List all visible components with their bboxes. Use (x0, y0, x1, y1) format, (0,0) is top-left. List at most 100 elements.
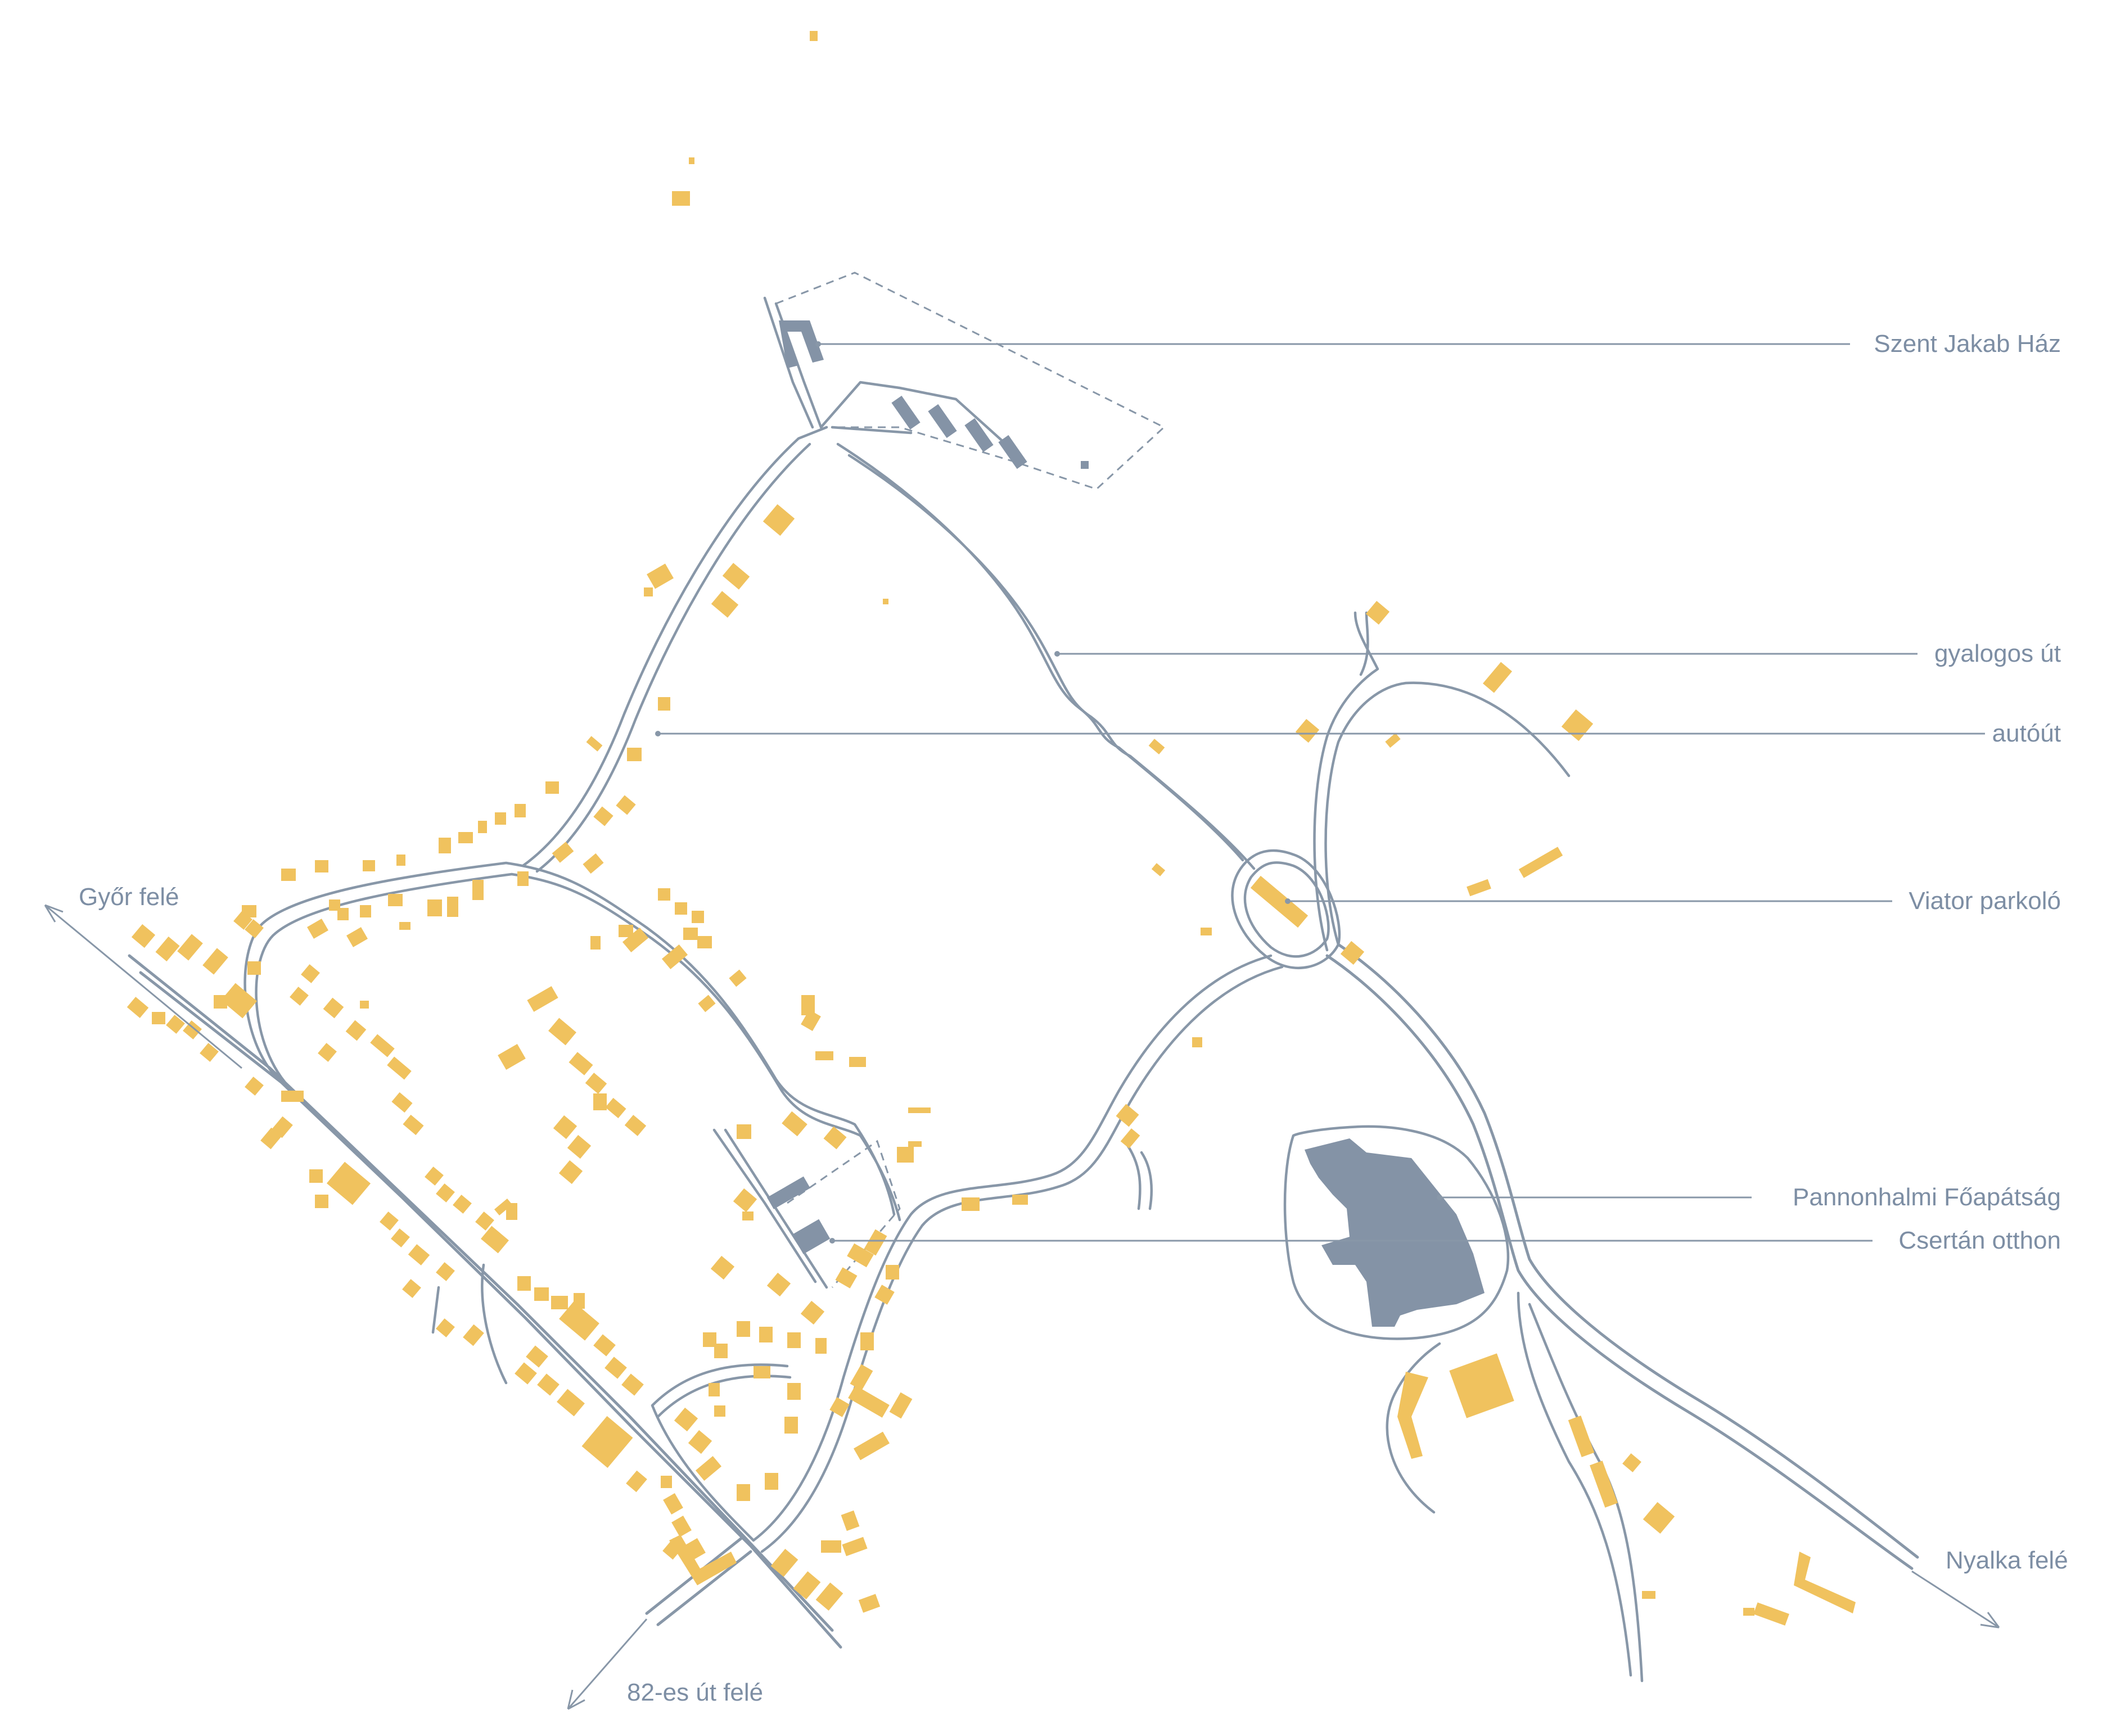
building (537, 1373, 560, 1396)
building (1365, 600, 1390, 625)
building (841, 1510, 860, 1531)
building (370, 1034, 395, 1057)
label-nyalka: Nyalka felé (1946, 1547, 2068, 1574)
building (842, 1536, 868, 1557)
estate-road (763, 296, 1014, 451)
building (759, 1327, 773, 1342)
building (886, 1265, 899, 1280)
building (345, 1020, 367, 1041)
building (695, 1455, 722, 1481)
building (214, 995, 227, 1009)
building (155, 936, 180, 962)
label-autout: autóút (1992, 720, 2061, 747)
side-stub-road (1123, 1140, 1153, 1210)
parking-loop (1231, 849, 1341, 969)
building (388, 894, 403, 906)
building (821, 1540, 841, 1553)
building (685, 1538, 706, 1559)
building (1250, 875, 1309, 928)
building (658, 888, 670, 901)
building (784, 1417, 798, 1434)
building (447, 897, 458, 917)
building (315, 860, 328, 872)
building (1642, 1591, 1655, 1599)
label-csertan: Csertán otthon (1898, 1227, 2061, 1254)
building (1148, 739, 1165, 754)
building (463, 1324, 484, 1346)
building (494, 1198, 512, 1216)
pedestrian-path (836, 442, 1256, 870)
building (710, 1255, 735, 1280)
building (453, 1195, 472, 1214)
building (131, 924, 156, 948)
building (1385, 733, 1401, 748)
building (515, 804, 526, 817)
building (810, 31, 818, 41)
building (360, 1001, 369, 1009)
building (202, 948, 228, 975)
building (858, 1594, 881, 1613)
szent-jakab-outbuilding (998, 435, 1027, 469)
building (1643, 1502, 1675, 1534)
building (675, 902, 687, 915)
building (436, 1183, 455, 1202)
building (233, 911, 252, 930)
building (436, 1262, 455, 1281)
label-viator: Viator parkoló (1909, 887, 2061, 915)
building (1482, 662, 1513, 693)
building (864, 1229, 887, 1256)
building (698, 994, 716, 1012)
building (849, 1057, 866, 1067)
building (709, 1383, 720, 1396)
building (801, 1010, 821, 1031)
landmark-buildings (766, 320, 1485, 1327)
building (644, 587, 653, 596)
building (425, 1167, 444, 1186)
building (495, 812, 506, 825)
building (290, 987, 309, 1006)
szent-jakab-building (779, 320, 824, 368)
building (567, 1134, 592, 1159)
building (766, 1272, 791, 1297)
building (800, 1300, 825, 1325)
building (552, 842, 574, 863)
building (1518, 847, 1563, 878)
residential-buildings (127, 31, 1856, 1626)
building (408, 1244, 430, 1265)
building (307, 919, 328, 939)
szent-jakab-outbuilding (964, 418, 994, 453)
building (593, 1334, 616, 1357)
arrow-82 (567, 1619, 648, 1710)
building (545, 781, 559, 794)
building (200, 1043, 219, 1062)
building (671, 1516, 692, 1537)
building (815, 1583, 843, 1611)
building (586, 736, 603, 752)
building (177, 934, 203, 961)
building (823, 1126, 847, 1150)
building (669, 1535, 737, 1585)
building (711, 591, 739, 618)
building (481, 1226, 509, 1254)
building (1743, 1608, 1754, 1616)
building (815, 1051, 833, 1060)
building (318, 1043, 337, 1062)
building (874, 1285, 895, 1305)
building (908, 1141, 922, 1147)
building (439, 838, 451, 853)
building (737, 1484, 750, 1501)
building (245, 919, 264, 938)
building (742, 1211, 754, 1220)
building (1568, 1416, 1595, 1457)
building (787, 1332, 801, 1348)
building (301, 964, 320, 983)
building (402, 1279, 421, 1298)
building (1192, 1037, 1202, 1047)
building (478, 821, 487, 833)
building (815, 1338, 827, 1354)
building (220, 983, 258, 1019)
building (593, 806, 613, 826)
building (363, 860, 375, 871)
building (183, 1020, 202, 1039)
building (770, 1549, 798, 1577)
